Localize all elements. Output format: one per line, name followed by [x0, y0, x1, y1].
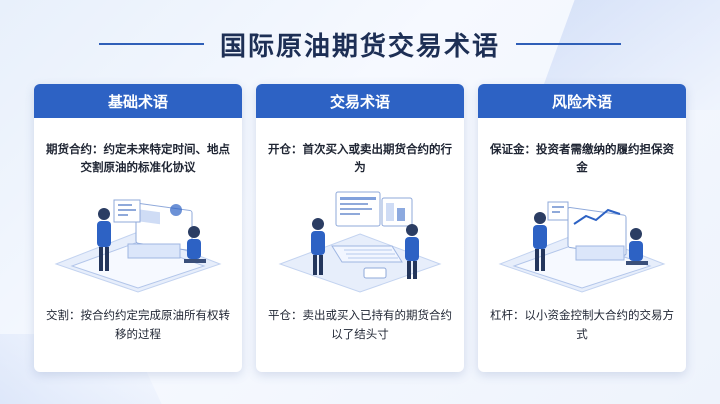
card-header: 基础术语	[34, 84, 242, 118]
card-trading-terms: 交易术语 开仓：首次买入或卖出期货合约的行为 平仓：	[256, 84, 464, 372]
two-traders-terminal-icon	[266, 184, 454, 294]
two-traders-workstation-icon	[44, 184, 232, 294]
card-term-top: 保证金：投资者需缴纳的履约担保资金	[490, 142, 674, 174]
title-row: 国际原油期货交易术语	[0, 26, 720, 62]
two-traders-analysis-icon	[488, 184, 676, 294]
card-term-bottom: 杠杆：以小资金控制大合约的交易方式	[490, 308, 674, 341]
card-header: 风险术语	[478, 84, 686, 118]
card-term-top: 期货合约：约定未来特定时间、地点交割原油的标准化协议	[46, 142, 230, 174]
title-divider-right	[516, 43, 621, 45]
page-title: 国际原油期货交易术语	[219, 31, 500, 62]
card-term-bottom: 平仓：卖出或买入已持有的期货合约以了结头寸	[268, 308, 452, 341]
card-risk-terms: 风险术语 保证金：投资者需缴纳的履约担保资金 杠杆：以小资金控制大合约的交易方式	[478, 84, 686, 372]
card-header: 交易术语	[256, 84, 464, 118]
card-term-bottom: 交割：按合约约定完成原油所有权转移的过程	[46, 308, 230, 341]
title-divider-left	[98, 43, 204, 45]
card-basic-terms: 基础术语 期货合约：约定未来特定时间、地点交割原油的标准化协议 交割：按合约约定…	[34, 84, 242, 372]
card-term-top: 开仓：首次买入或卖出期货合约的行为	[268, 142, 452, 174]
